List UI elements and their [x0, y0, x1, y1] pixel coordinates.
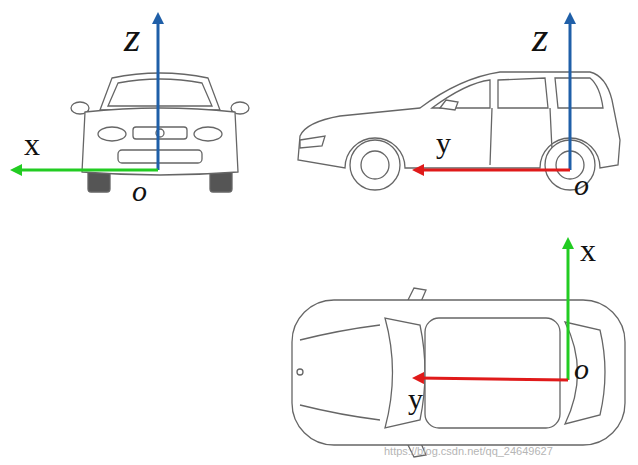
watermark: https://blog.csdn.net/qq_24649627 — [384, 446, 553, 457]
axis-label: y — [436, 128, 451, 158]
axis-label: z — [532, 16, 548, 58]
origin-label: o — [132, 176, 147, 206]
axis-label: y — [408, 384, 423, 414]
origin-label: o — [574, 354, 589, 384]
axis-label: x — [24, 128, 40, 160]
coordinate-axes — [16, 18, 570, 380]
side-view — [298, 72, 620, 190]
axis-label: x — [580, 234, 596, 266]
origin-label: o — [574, 170, 589, 200]
front-view — [71, 73, 249, 192]
axis-label: z — [124, 16, 140, 58]
top-view — [292, 288, 625, 457]
